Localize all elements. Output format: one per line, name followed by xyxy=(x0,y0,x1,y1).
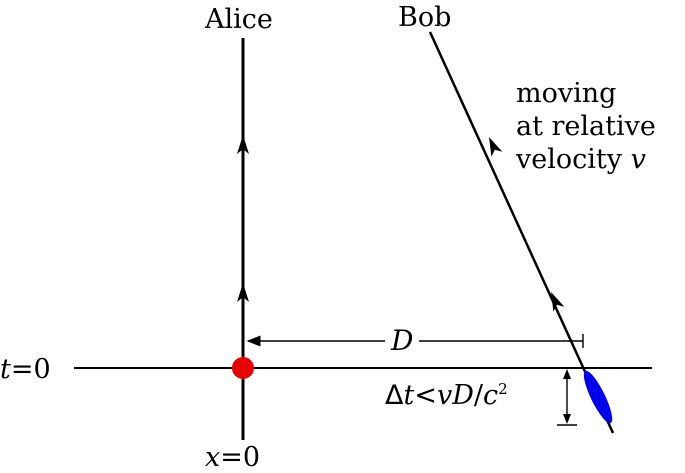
bob-arrow-upper xyxy=(489,137,503,157)
bob-arrow-lower xyxy=(551,292,565,312)
alice-event-dot xyxy=(232,357,254,379)
velocity-line-3: velocity v xyxy=(516,144,646,175)
bob-label: Bob xyxy=(398,2,452,33)
distance-label: D xyxy=(385,327,420,355)
delta-t-label: Δt<vD/c2 xyxy=(385,380,508,411)
velocity-line-2: at relative xyxy=(516,111,656,142)
alice-arrow-upper xyxy=(237,135,249,154)
bob-event-marker xyxy=(583,370,613,424)
velocity-line-1: moving xyxy=(516,78,617,109)
t-axis-label: t=0 xyxy=(0,354,51,385)
alice-label: Alice xyxy=(205,4,273,35)
delta-t-arrow-up xyxy=(563,369,571,379)
bob-worldline xyxy=(428,31,615,434)
velocity-annotation: moving at relative velocity v xyxy=(516,77,656,176)
delta-t-arrow-down xyxy=(563,414,571,424)
alice-arrow-lower xyxy=(237,283,249,302)
x-axis-label: x=0 xyxy=(205,442,261,473)
